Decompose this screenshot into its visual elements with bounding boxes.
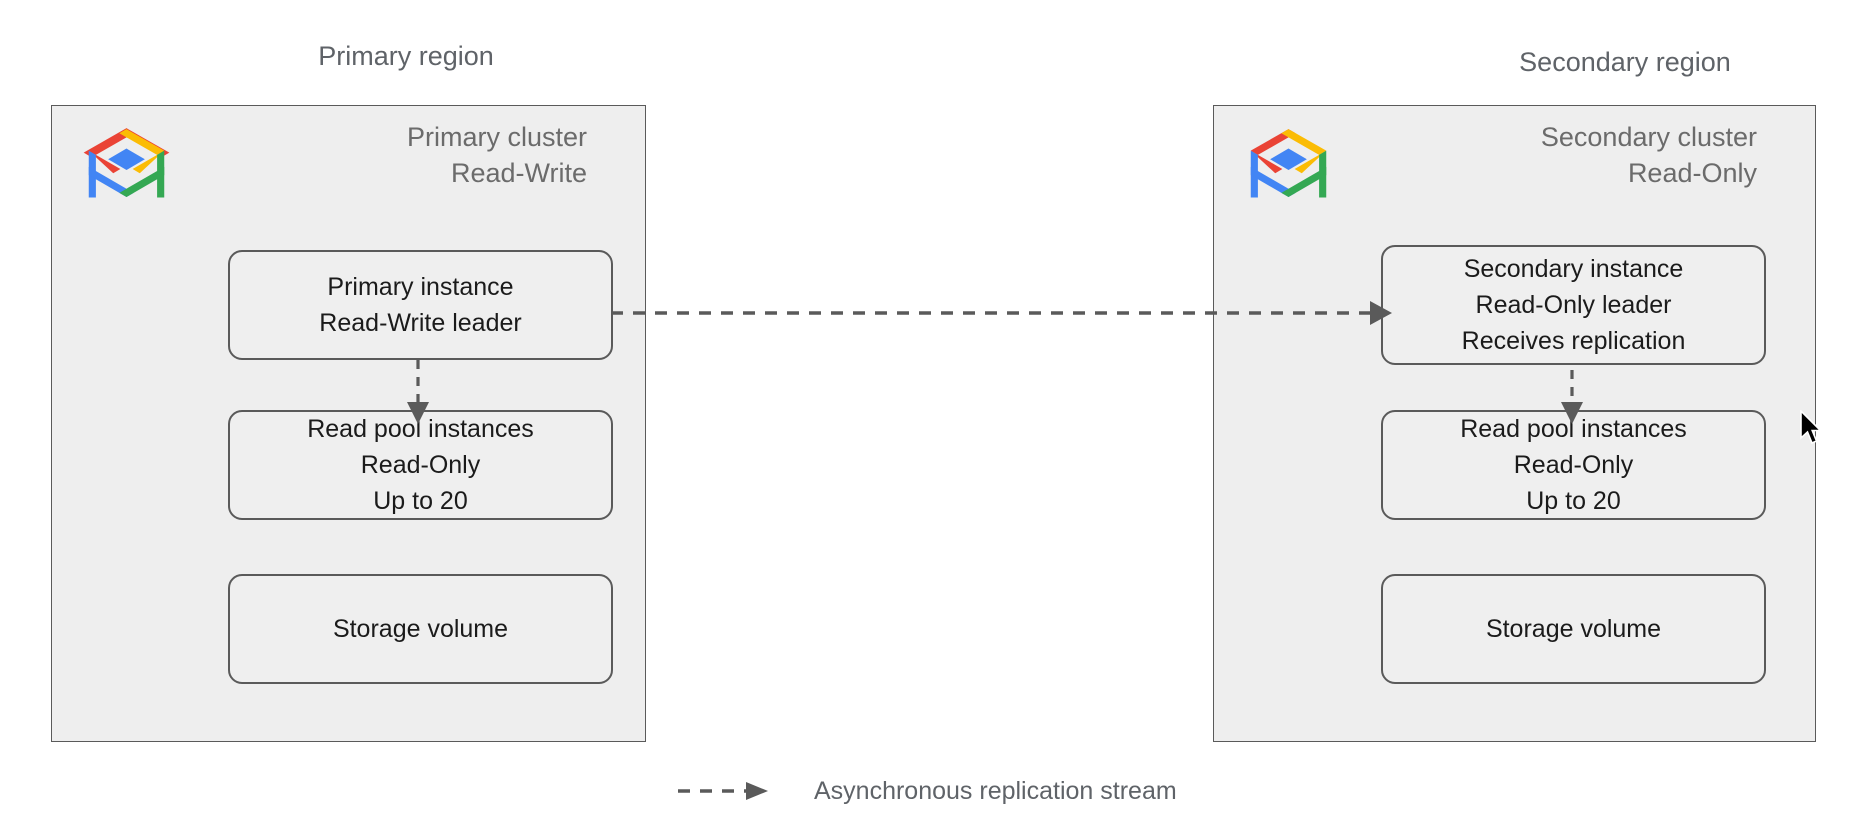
node-primary-read-pool[interactable]: Read pool instances Read-Only Up to 20 xyxy=(228,410,613,520)
node-secondary-storage-volume[interactable]: Storage volume xyxy=(1381,574,1766,684)
cluster-panel-secondary: Secondary cluster Read-Only Secondary in… xyxy=(1213,105,1816,742)
legend-dashed-arrow-icon xyxy=(678,782,768,800)
region-caption-secondary: Secondary region xyxy=(1519,47,1731,77)
legend: Asynchronous replication stream xyxy=(676,775,1177,807)
cluster-panel-primary: Primary cluster Read-Write Primary insta… xyxy=(51,105,646,742)
node-primary-instance[interactable]: Primary instance Read-Write leader xyxy=(228,250,613,360)
node-primary-storage-volume[interactable]: Storage volume xyxy=(228,574,613,684)
node-secondary-read-pool[interactable]: Read pool instances Read-Only Up to 20 xyxy=(1381,410,1766,520)
alloydb-logo-icon xyxy=(83,128,170,198)
cluster-title-primary: Primary cluster Read-Write xyxy=(406,122,587,188)
cluster-title-secondary: Secondary cluster Read-Only xyxy=(1540,122,1757,188)
region-caption-primary: Primary region xyxy=(318,41,494,71)
node-secondary-instance[interactable]: Secondary instance Read-Only leader Rece… xyxy=(1381,245,1766,365)
alloydb-logo-icon xyxy=(1250,129,1327,198)
legend-label: Asynchronous replication stream xyxy=(814,777,1177,805)
